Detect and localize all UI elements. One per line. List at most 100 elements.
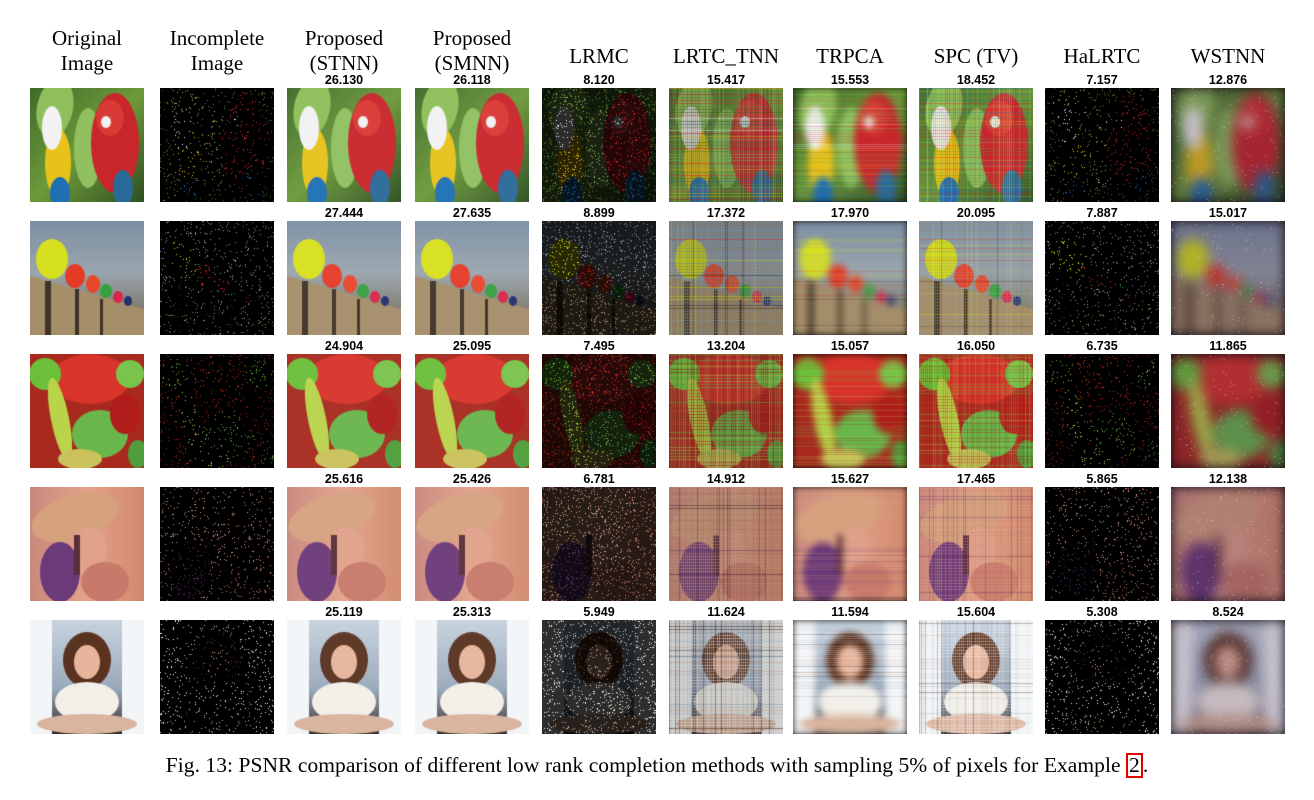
image-canvas [160, 487, 274, 601]
psnr-value: 12.876 [1208, 73, 1248, 87]
psnr-value: 17.465 [956, 472, 996, 486]
result-image-woman-incomplete [160, 620, 274, 734]
column-header-line: Proposed [432, 26, 512, 50]
psnr-value: 14.912 [706, 472, 746, 486]
psnr-value: 17.970 [830, 206, 870, 220]
result-image-lena-wstnn [1171, 487, 1285, 601]
column-header-line: Image [190, 51, 244, 75]
image-canvas [160, 620, 274, 734]
psnr-value: 15.627 [830, 472, 870, 486]
example-ref-link[interactable]: 2 [1126, 753, 1143, 778]
result-image-lena-original [30, 487, 144, 601]
psnr-value: 13.204 [706, 339, 746, 353]
image-canvas [160, 354, 274, 468]
psnr-value: 24.904 [324, 339, 364, 353]
result-image-lena-halrtc [1045, 487, 1159, 601]
column-header-wstnn: WSTNN [1166, 44, 1290, 69]
image-canvas [30, 221, 144, 335]
psnr-value: 7.887 [1086, 206, 1118, 220]
column-header-line: TRPCA [816, 44, 884, 68]
image-canvas [1045, 88, 1159, 202]
psnr-value: 15.017 [1208, 206, 1248, 220]
result-image-woman-lrtc_tnn [669, 620, 783, 734]
result-image-parrots-wstnn [1171, 88, 1285, 202]
result-image-lena-lrtc_tnn [669, 487, 783, 601]
column-header-spc_tv: SPC (TV) [914, 44, 1038, 69]
column-header-line: Original [52, 26, 122, 50]
psnr-value: 8.899 [583, 206, 615, 220]
figure-caption: Fig. 13: PSNR comparison of different lo… [0, 752, 1314, 778]
image-canvas [793, 354, 907, 468]
psnr-value: 5.865 [1086, 472, 1118, 486]
psnr-value: 16.050 [956, 339, 996, 353]
image-canvas [30, 88, 144, 202]
psnr-value: 5.949 [583, 605, 615, 619]
image-canvas [1045, 620, 1159, 734]
psnr-value: 27.444 [324, 206, 364, 220]
image-canvas [160, 221, 274, 335]
image-canvas [669, 354, 783, 468]
column-header-stnn: Proposed(STNN) [282, 26, 406, 76]
column-header-line: (SMNN) [434, 51, 510, 75]
psnr-value: 15.417 [706, 73, 746, 87]
result-image-peppers-helmets-smnn [415, 221, 529, 335]
result-image-peppers-stnn [287, 354, 401, 468]
image-canvas [542, 88, 656, 202]
image-canvas [415, 487, 529, 601]
result-image-parrots-incomplete [160, 88, 274, 202]
psnr-value: 6.735 [1086, 339, 1118, 353]
image-canvas [287, 620, 401, 734]
result-image-woman-wstnn [1171, 620, 1285, 734]
result-image-peppers-incomplete [160, 354, 274, 468]
image-canvas [542, 221, 656, 335]
column-header-smnn: Proposed(SMNN) [410, 26, 534, 76]
image-canvas [1171, 354, 1285, 468]
image-canvas [415, 354, 529, 468]
column-header-line: Image [60, 51, 114, 75]
image-canvas [919, 487, 1033, 601]
image-canvas [287, 354, 401, 468]
psnr-value: 8.524 [1212, 605, 1244, 619]
caption-text: Fig. 13: PSNR comparison of different lo… [165, 753, 1127, 777]
image-canvas [793, 487, 907, 601]
image-canvas [287, 487, 401, 601]
result-image-lena-stnn [287, 487, 401, 601]
image-canvas [30, 354, 144, 468]
psnr-value: 18.452 [956, 73, 996, 87]
result-image-parrots-trpca [793, 88, 907, 202]
image-canvas [287, 88, 401, 202]
image-canvas [1045, 487, 1159, 601]
result-image-peppers-original [30, 354, 144, 468]
column-header-line: HaLRTC [1063, 44, 1141, 68]
psnr-value: 26.130 [324, 73, 364, 87]
psnr-value: 27.635 [452, 206, 492, 220]
image-canvas [793, 620, 907, 734]
result-image-peppers-smnn [415, 354, 529, 468]
result-image-peppers-wstnn [1171, 354, 1285, 468]
image-canvas [669, 620, 783, 734]
image-canvas [1171, 620, 1285, 734]
image-canvas [919, 88, 1033, 202]
result-image-peppers-spc_tv [919, 354, 1033, 468]
image-canvas [287, 221, 401, 335]
image-canvas [160, 88, 274, 202]
result-image-parrots-lrmc [542, 88, 656, 202]
result-image-peppers-helmets-original [30, 221, 144, 335]
result-image-peppers-trpca [793, 354, 907, 468]
psnr-value: 7.495 [583, 339, 615, 353]
image-canvas [793, 221, 907, 335]
image-canvas [793, 88, 907, 202]
result-image-parrots-stnn [287, 88, 401, 202]
column-header-line: (STNN) [309, 51, 379, 75]
image-canvas [30, 620, 144, 734]
column-header-line: Incomplete [169, 26, 265, 50]
result-image-lena-smnn [415, 487, 529, 601]
result-image-woman-halrtc [1045, 620, 1159, 734]
psnr-value: 8.120 [583, 73, 615, 87]
psnr-value: 6.781 [583, 472, 615, 486]
column-header-line: SPC (TV) [933, 44, 1019, 68]
result-image-woman-trpca [793, 620, 907, 734]
image-canvas [542, 354, 656, 468]
result-image-woman-smnn [415, 620, 529, 734]
